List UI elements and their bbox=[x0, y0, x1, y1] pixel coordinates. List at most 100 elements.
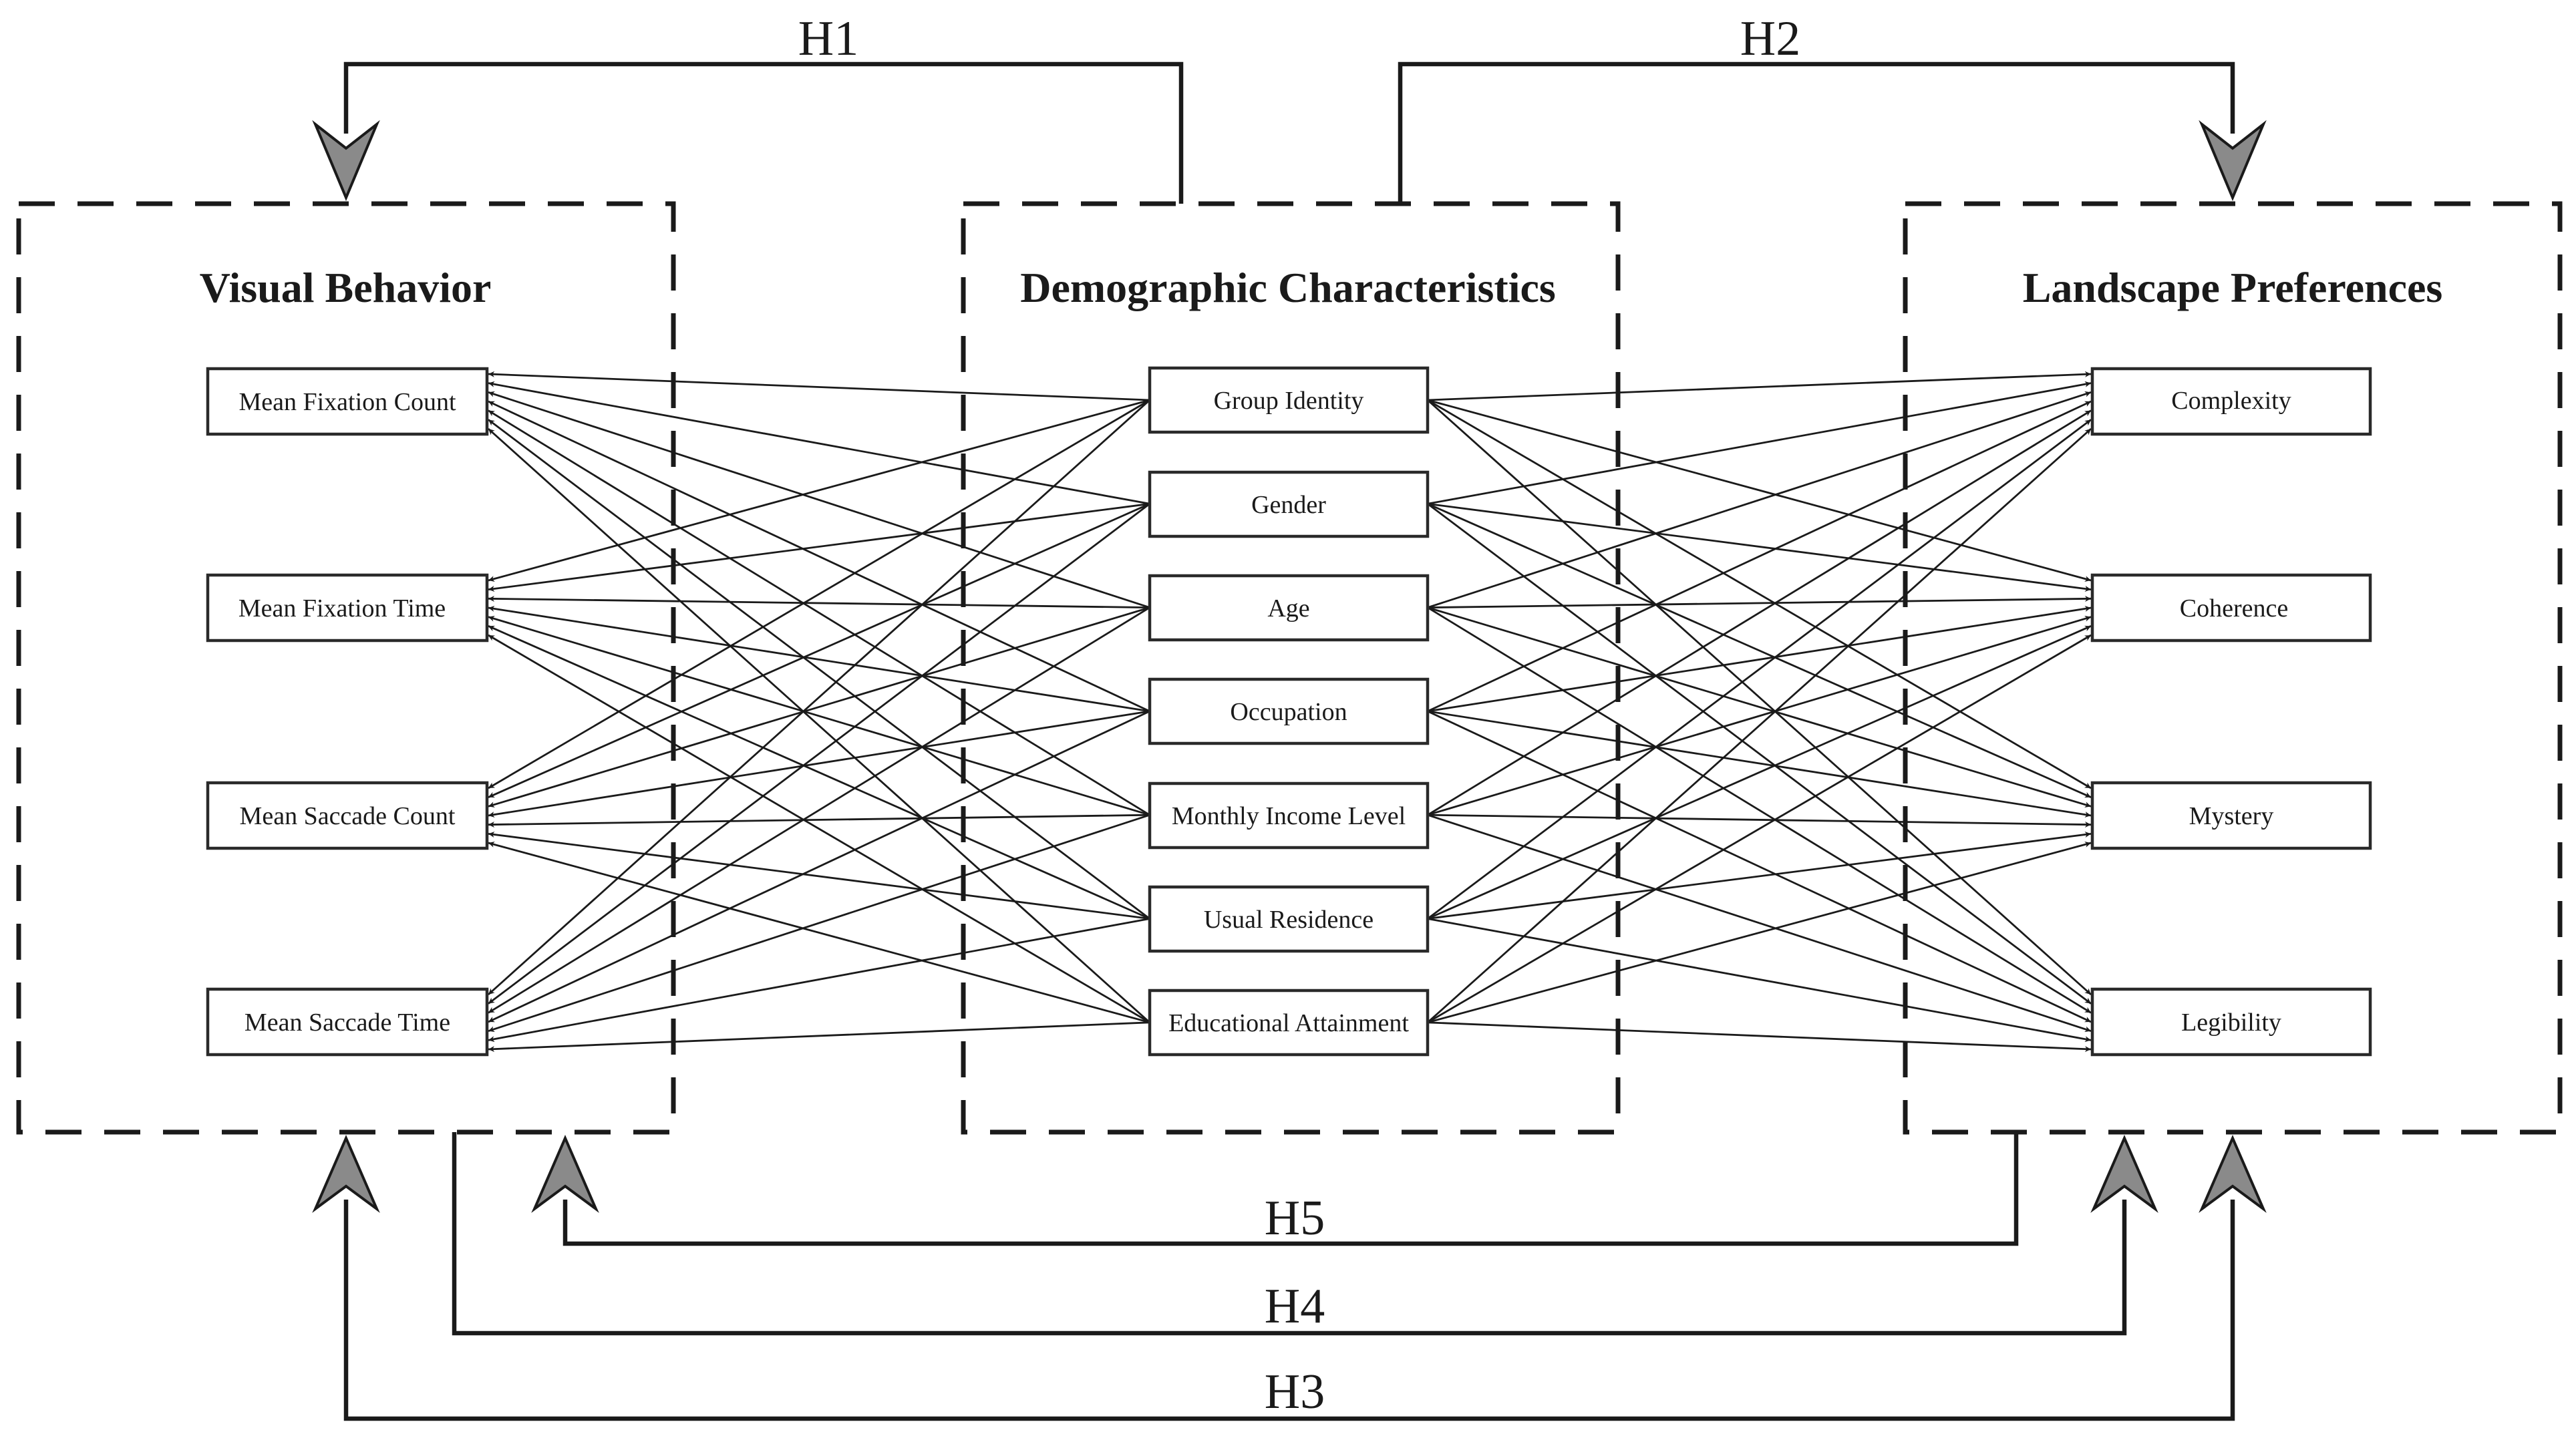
node-label: Legibility bbox=[2181, 1009, 2281, 1037]
hypothesis-arrows: H1 H2 H5 H4 H3 bbox=[312, 11, 2267, 1421]
link-demographic-to-visual-behavior bbox=[488, 710, 1150, 1023]
link-demographic-to-visual-behavior bbox=[488, 615, 1150, 816]
link-demographic-to-landscape bbox=[1427, 814, 2092, 828]
node-label: Coherence bbox=[2180, 594, 2288, 622]
link-demographic-to-landscape bbox=[1427, 400, 2092, 713]
h4-label: H4 bbox=[1265, 1279, 1325, 1334]
node-label: Age bbox=[1267, 594, 1309, 622]
h1-label: H1 bbox=[798, 11, 858, 66]
node-label: Group Identity bbox=[1214, 387, 1364, 415]
node-educational-attainment: Educational Attainment bbox=[1148, 989, 1430, 1057]
h5-connector bbox=[562, 1132, 2019, 1246]
link-demographic-to-visual-behavior bbox=[488, 605, 1150, 713]
node-label: Mean Fixation Time bbox=[238, 594, 446, 622]
link-demographic-to-visual-behavior bbox=[488, 381, 1150, 505]
node-occupation: Occupation bbox=[1148, 677, 1430, 745]
link-demographic-to-visual-behavior bbox=[488, 400, 1150, 713]
h2-arrowhead bbox=[2199, 120, 2267, 202]
link-demographic-to-landscape bbox=[1427, 399, 2092, 582]
link-demographic-to-landscape bbox=[1427, 842, 2092, 1024]
h2-connector bbox=[1398, 61, 2235, 204]
node-label: Mean Fixation Count bbox=[238, 388, 456, 416]
link-demographic-to-landscape bbox=[1427, 625, 2092, 920]
link-demographic-to-visual-behavior bbox=[488, 918, 1150, 1043]
h4-connector bbox=[452, 1132, 2127, 1336]
link-demographic-to-landscape bbox=[1427, 606, 2092, 1014]
link-demographic-to-visual-behavior bbox=[488, 502, 1150, 592]
node-label: Complexity bbox=[2171, 387, 2291, 415]
h3-right-arrowhead bbox=[2199, 1134, 2267, 1214]
link-demographic-to-landscape bbox=[1427, 595, 2092, 608]
link-demographic-to-visual-behavior bbox=[488, 399, 1150, 996]
node-label: Mystery bbox=[2189, 802, 2274, 830]
link-demographic-to-landscape bbox=[1427, 832, 2092, 920]
link-demographic-to-visual-behavior bbox=[488, 409, 1150, 816]
link-demographic-to-landscape bbox=[1427, 399, 2092, 996]
link-demographic-to-visual-behavior bbox=[488, 419, 1150, 920]
node-label: Mean Saccade Count bbox=[240, 802, 456, 830]
h5-label: H5 bbox=[1265, 1191, 1325, 1246]
link-demographic-to-visual-behavior bbox=[488, 1021, 1150, 1053]
link-demographic-to-visual-behavior bbox=[488, 595, 1150, 608]
h3-label: H3 bbox=[1265, 1365, 1325, 1419]
node-label: Gender bbox=[1251, 491, 1326, 519]
node-label: Occupation bbox=[1230, 698, 1347, 726]
node-label: Educational Attainment bbox=[1168, 1009, 1409, 1037]
landscape-group-frame bbox=[1903, 201, 2563, 1135]
demographic-title: Demographic Characteristics bbox=[1020, 264, 1556, 311]
h4-arrowhead bbox=[2090, 1134, 2158, 1214]
link-demographic-to-landscape bbox=[1427, 503, 2092, 1005]
link-demographic-to-landscape bbox=[1427, 606, 2092, 808]
demographic-group-frame bbox=[961, 201, 1621, 1135]
link-demographic-to-visual-behavior bbox=[488, 371, 1150, 401]
node-label: Mean Saccade Time bbox=[245, 1009, 450, 1037]
link-demographic-to-landscape bbox=[1427, 371, 2092, 401]
link-demographic-to-landscape bbox=[1427, 399, 2092, 789]
h3-left-arrowhead bbox=[312, 1134, 380, 1214]
node-mean-fixation-count: Mean Fixation Count bbox=[206, 367, 489, 436]
landscape-title: Landscape Preferences bbox=[2023, 264, 2443, 311]
h2-label: H2 bbox=[1740, 11, 1800, 66]
link-demographic-to-visual-behavior bbox=[488, 503, 1150, 1005]
link-demographic-to-landscape bbox=[1427, 427, 2092, 1023]
node-coherence: Coherence bbox=[2090, 573, 2372, 643]
link-demographic-to-landscape bbox=[1427, 615, 2092, 816]
link-demographic-to-landscape bbox=[1427, 502, 2092, 592]
node-gender: Gender bbox=[1148, 470, 1430, 538]
link-demographic-to-visual-behavior bbox=[488, 710, 1150, 818]
link-demographic-to-visual-behavior bbox=[488, 606, 1150, 808]
link-demographic-to-visual-behavior bbox=[488, 814, 1150, 1033]
node-legibility: Legibility bbox=[2090, 987, 2372, 1057]
link-demographic-to-landscape bbox=[1427, 419, 2092, 920]
link-demographic-to-visual-behavior bbox=[488, 399, 1150, 582]
visual-behavior-nodes: Mean Fixation Count Mean Fixation Time M… bbox=[206, 367, 489, 1057]
link-demographic-to-landscape bbox=[1427, 710, 2092, 1023]
node-label: Monthly Income Level bbox=[1172, 802, 1406, 830]
link-demographic-to-landscape bbox=[1427, 409, 2092, 816]
link-demographic-to-visual-behavior bbox=[488, 503, 1150, 798]
node-mystery: Mystery bbox=[2090, 781, 2372, 850]
link-demographic-to-landscape bbox=[1427, 634, 2092, 1024]
h3-connector bbox=[343, 1200, 2235, 1421]
h1-connector bbox=[343, 61, 1184, 204]
node-mean-fixation-time: Mean Fixation Time bbox=[206, 573, 489, 643]
link-demographic-to-visual-behavior bbox=[488, 399, 1150, 789]
node-mean-saccade-count: Mean Saccade Count bbox=[206, 781, 489, 850]
link-demographic-to-visual-behavior bbox=[488, 427, 1150, 1023]
link-demographic-to-visual-behavior bbox=[488, 625, 1150, 920]
link-demographic-to-landscape bbox=[1427, 1021, 2092, 1053]
link-demographic-to-landscape bbox=[1427, 918, 2092, 1043]
node-usual-residence: Usual Residence bbox=[1148, 885, 1430, 953]
node-mean-saccade-time: Mean Saccade Time bbox=[206, 987, 489, 1057]
link-demographic-to-visual-behavior bbox=[488, 391, 1150, 608]
link-demographic-to-landscape bbox=[1427, 503, 2092, 798]
link-demographic-to-landscape bbox=[1427, 391, 2092, 608]
link-demographic-to-visual-behavior bbox=[488, 832, 1150, 920]
link-demographic-to-visual-behavior bbox=[488, 606, 1150, 1014]
link-demographic-to-landscape bbox=[1427, 710, 2092, 818]
node-complexity: Complexity bbox=[2090, 367, 2372, 436]
visual-behavior-group-frame bbox=[16, 201, 676, 1135]
link-demographic-to-visual-behavior bbox=[488, 814, 1150, 828]
node-monthly-income-level: Monthly Income Level bbox=[1148, 781, 1430, 850]
